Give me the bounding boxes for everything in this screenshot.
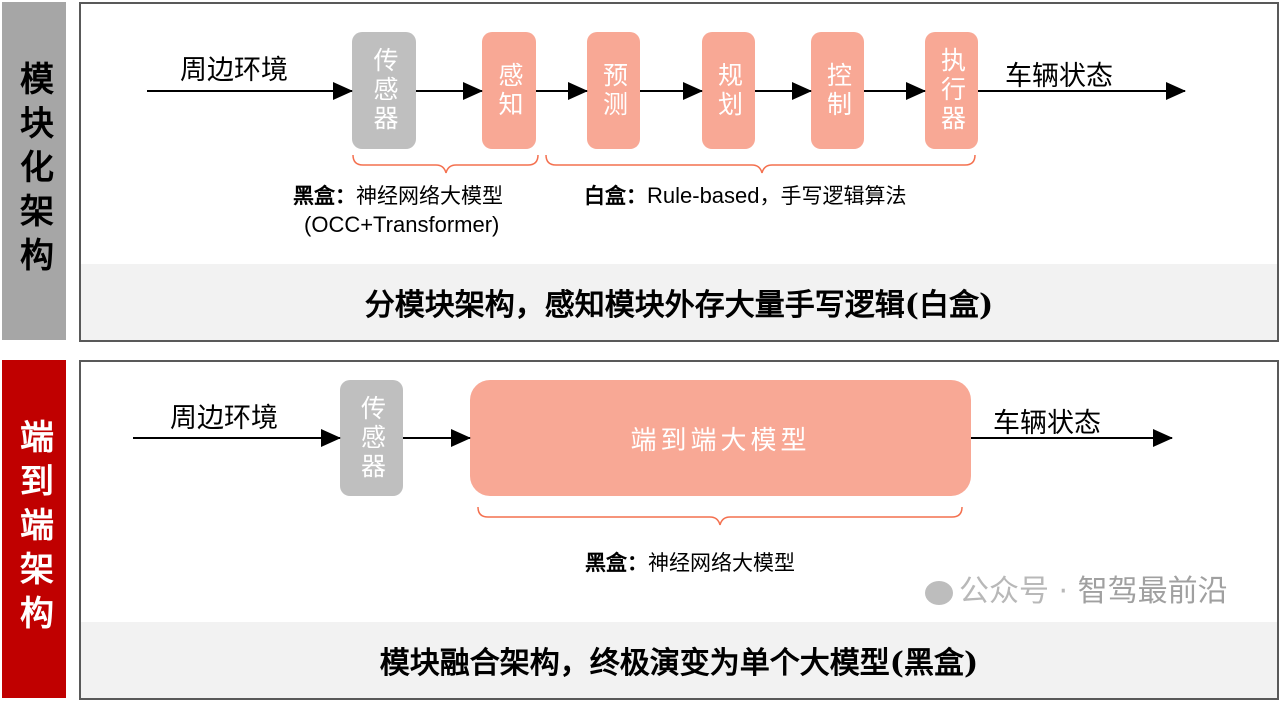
e2e-summary: 模块融合架构，终极演变为单个大模型(黑盒) <box>81 622 1277 698</box>
module-planning-text: 规划 <box>714 61 744 120</box>
modular-panel: 分模块架构，感知模块外存大量手写逻辑(白盒) <box>79 2 1279 342</box>
e2e-panel: 模块融合架构，终极演变为单个大模型(黑盒) <box>79 360 1279 700</box>
module-sensor: 传感器 <box>352 32 416 149</box>
e2e-output-label: 车辆状态 <box>993 408 1101 439</box>
modular-input-label: 周边环境 <box>180 55 288 86</box>
white-box-desc: ，手写逻辑算法 <box>759 184 907 208</box>
e2e-black-box-desc: 神经网络大模型 <box>648 551 795 575</box>
white-box-desc-en: Rule-based <box>647 183 760 208</box>
wechat-icon <box>925 580 953 605</box>
module-control-text: 控制 <box>823 61 853 120</box>
module-perception-text: 感知 <box>495 61 524 120</box>
black-box-label: 黑盒： <box>293 183 356 208</box>
black-box-desc: 神经网络大模型 <box>356 184 503 208</box>
module-prediction: 预测 <box>587 32 640 149</box>
modular-summary: 分模块架构，感知模块外存大量手写逻辑(白盒) <box>81 264 1277 340</box>
module-planning: 规划 <box>702 32 755 149</box>
watermark-name: 智驾最前沿 <box>1077 574 1228 609</box>
white-box-label: 白盒： <box>584 183 647 208</box>
module-sensor-text: 传感器 <box>370 47 399 134</box>
modular-side-label: 模块化架构 <box>2 2 66 340</box>
modular-white-box-note: 白盒：Rule-based，手写逻辑算法 <box>584 180 907 210</box>
modular-black-box-sub: (OCC+Transformer) <box>304 212 500 237</box>
modular-output-label: 车辆状态 <box>1005 61 1113 92</box>
module-control: 控制 <box>811 32 864 149</box>
e2e-input-label: 周边环境 <box>170 403 278 434</box>
watermark-prefix: 公众号 · <box>959 574 1078 609</box>
e2e-model: 端到端大模型 <box>470 380 971 496</box>
e2e-side-text: 端到端架构 <box>13 419 54 639</box>
e2e-black-box-note: 黑盒：神经网络大模型 <box>585 547 795 577</box>
e2e-black-box-label: 黑盒： <box>585 550 648 575</box>
module-perception: 感知 <box>482 32 536 149</box>
modular-side-text: 模块化架构 <box>13 61 54 281</box>
e2e-sensor-text: 传感器 <box>357 394 387 482</box>
e2e-model-text: 端到端大模型 <box>630 425 811 456</box>
modular-black-box-note: 黑盒：神经网络大模型 <box>293 180 503 210</box>
watermark: 公众号 · 智驾最前沿 <box>925 566 1228 610</box>
module-prediction-text: 预测 <box>599 61 629 120</box>
e2e-side-label: 端到端架构 <box>2 360 66 698</box>
module-actuator: 执行器 <box>925 32 978 149</box>
e2e-sensor: 传感器 <box>340 380 403 496</box>
module-actuator-text: 执行器 <box>937 47 967 134</box>
